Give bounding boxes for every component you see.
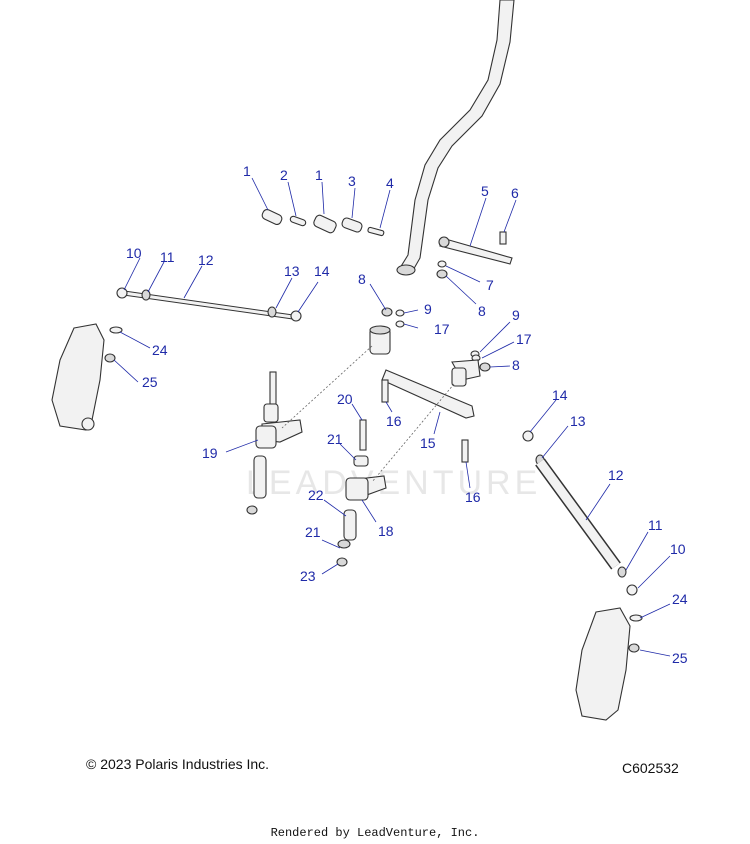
callout-12b: 12	[608, 467, 624, 483]
callout-11a: 11	[160, 249, 175, 265]
callout-4: 4	[386, 175, 394, 191]
callout-10b: 10	[670, 541, 686, 557]
callout-13a: 13	[284, 263, 300, 279]
callout-25b: 25	[672, 650, 688, 666]
callout-18: 18	[378, 523, 394, 539]
center-bracket	[336, 455, 387, 567]
bolts	[269, 371, 469, 463]
copyright-text: © 2023 Polaris Industries Inc.	[86, 756, 270, 772]
callout-21b: 21	[305, 524, 321, 540]
callout-10a: 10	[126, 245, 142, 261]
callout-17a: 17	[434, 321, 450, 337]
callout-15: 15	[420, 435, 436, 451]
center-small-parts	[381, 307, 491, 372]
callout-24b: 24	[672, 591, 688, 607]
callout-23: 23	[300, 568, 316, 584]
left-bracket	[246, 403, 303, 515]
drag-link	[381, 369, 475, 419]
callout-9b: 9	[512, 307, 520, 323]
callout-13b: 13	[570, 413, 586, 429]
callout-8b: 8	[358, 271, 366, 287]
steering-column	[396, 0, 515, 276]
hint-line-left	[281, 345, 373, 429]
callout-14b: 14	[552, 387, 568, 403]
right-tie-rod	[522, 430, 638, 596]
upper-idler	[369, 325, 391, 355]
callout-21a: 21	[327, 431, 343, 447]
callout-16b: 16	[465, 489, 481, 505]
callout-2: 2	[280, 167, 288, 183]
callout-8c: 8	[512, 357, 520, 373]
diagram-code: C602532	[622, 760, 679, 776]
callout-3: 3	[348, 173, 356, 189]
right-idler	[451, 359, 481, 387]
callout-11b: 11	[648, 517, 663, 533]
callout-25a: 25	[142, 374, 158, 390]
leader-lines	[113, 177, 671, 657]
callout-1a: 1	[243, 163, 251, 179]
watermark: LEADVENTURE	[246, 464, 541, 502]
callout-24a: 24	[152, 342, 168, 358]
callout-16a: 16	[386, 413, 402, 429]
callout-5: 5	[481, 183, 489, 199]
callout-22: 22	[308, 487, 324, 503]
callout-19: 19	[202, 445, 218, 461]
rendered-by-text: Rendered by LeadVenture, Inc.	[270, 826, 480, 840]
left-knuckle	[51, 323, 123, 431]
callout-1b: 1	[315, 167, 323, 183]
callout-20: 20	[337, 391, 353, 407]
callout-8a: 8	[478, 303, 486, 319]
callout-7: 7	[486, 277, 494, 293]
callout-6: 6	[511, 185, 519, 201]
callout-9a: 9	[424, 301, 432, 317]
hint-line-right	[371, 383, 455, 483]
left-tie-rod	[116, 287, 302, 322]
callout-14a: 14	[314, 263, 330, 279]
pitman-arm-group	[436, 231, 513, 279]
callouts: 1 2 1 3 4 5 6 7 8 10 11 12 13 14 8 9 17 …	[126, 163, 688, 666]
right-knuckle	[575, 607, 643, 721]
callout-12a: 12	[198, 252, 214, 268]
callout-17b: 17	[516, 331, 532, 347]
linkage-small-parts	[261, 209, 385, 237]
